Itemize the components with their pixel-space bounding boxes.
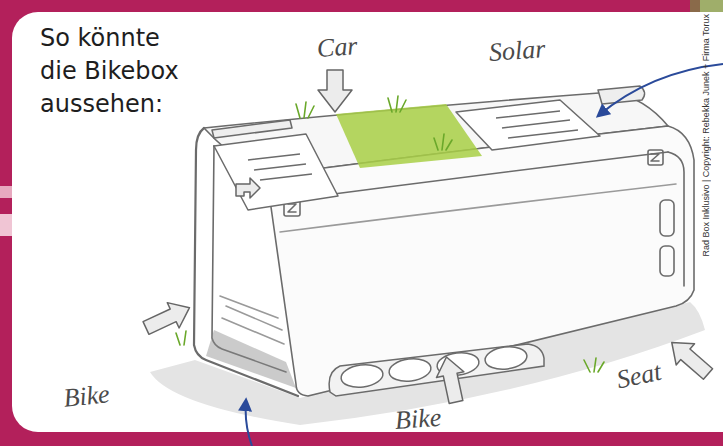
seat-bench [329,344,544,396]
background-band [0,214,12,236]
sketch-label: Bike [62,379,111,414]
sketch-label: Car [316,31,358,64]
background-band [0,186,12,198]
sign-icon [648,150,663,165]
arrow-roof [236,178,260,198]
grass-tuft [434,134,452,150]
arrow-bike [140,295,195,341]
arrow-bike [433,354,470,405]
grass-tuft [176,331,186,345]
box-edge [668,152,684,286]
floor-hatch [220,296,284,344]
title-text: So könnte die Bikebox aussehen: [40,22,190,121]
box-front [262,126,694,396]
leader-arrow [246,400,252,446]
grass-tuft [296,102,314,118]
arrow-car [318,70,352,112]
sketch-label: Bike [394,403,442,436]
sign-icon [651,154,659,161]
seat-bowl [484,345,528,372]
seat-bowl [340,363,384,390]
grass-tuft [584,358,604,372]
card [12,12,723,432]
side-light [660,246,674,276]
side-light [660,200,674,236]
seat-bowl [388,357,432,384]
solar-panel [214,134,338,210]
copyright-note: Rad Box Inklusivo | Copyright: Rebekka J… [701,14,711,257]
sign-icon [288,204,296,212]
panel-tube [212,120,292,138]
arrow-seat [663,332,718,385]
panel-lines [496,111,578,138]
box-floor [206,330,296,388]
sketch-label: Solar [488,34,546,68]
front-line [280,184,676,232]
grass-tuft [388,96,406,112]
panel-lines [248,154,312,180]
solar-panel [456,100,600,150]
